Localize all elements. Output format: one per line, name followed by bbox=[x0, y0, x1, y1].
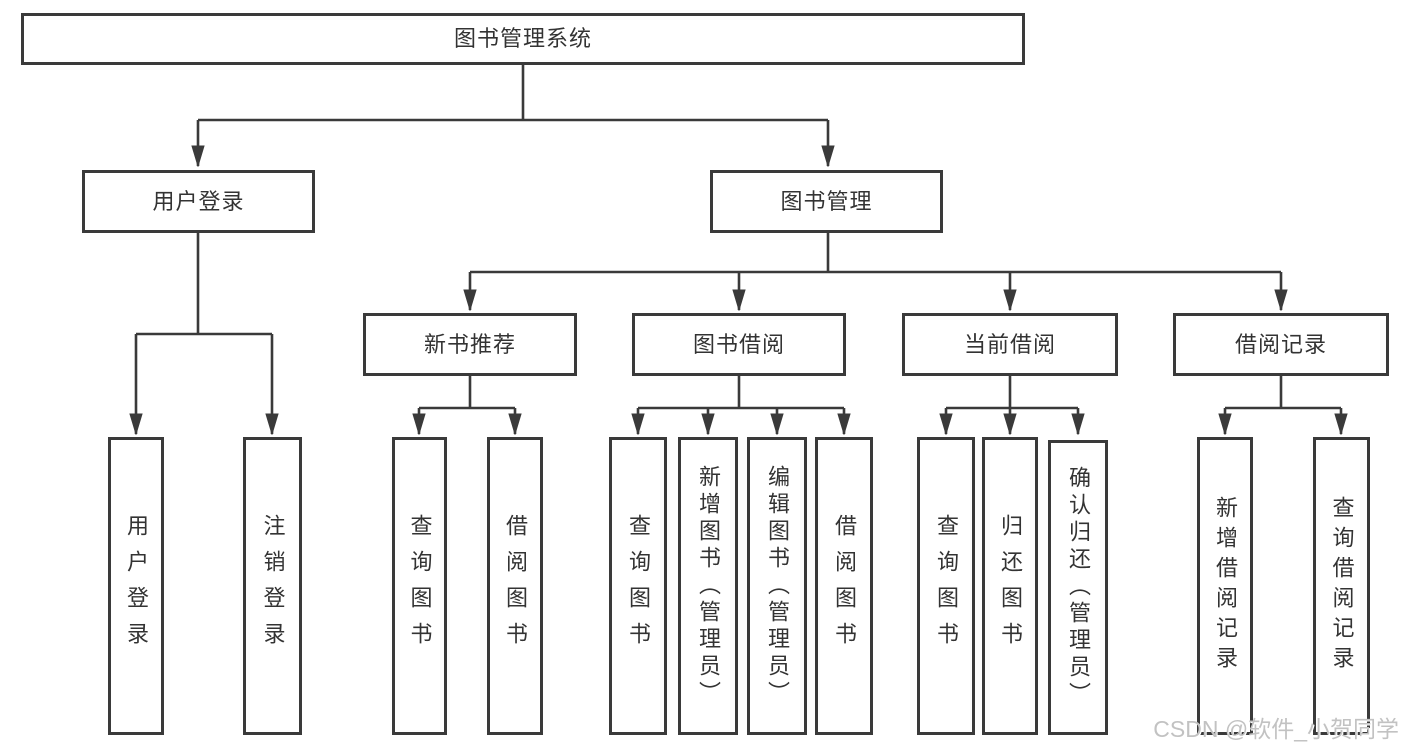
node-label: 当前借阅 bbox=[963, 331, 1056, 357]
node-label: 借阅图书 bbox=[503, 514, 528, 658]
node-label: 查询图书 bbox=[626, 514, 651, 658]
leaf-borrow-books-borrow: 借阅图书 bbox=[815, 437, 873, 735]
leaf-query-books-current: 查询图书 bbox=[917, 437, 975, 735]
leaf-user-login: 用户登录 bbox=[108, 437, 164, 735]
node-label: 查询借阅记录 bbox=[1329, 496, 1355, 676]
node-user-login: 用户登录 bbox=[82, 170, 315, 233]
leaf-add-borrow-record: 新增借阅记录 bbox=[1197, 437, 1253, 735]
node-label: 用户登录 bbox=[124, 514, 149, 658]
node-new-book-recommendation: 新书推荐 bbox=[363, 313, 577, 376]
node-label: 借阅图书 bbox=[832, 514, 857, 658]
leaf-query-borrow-record: 查询借阅记录 bbox=[1313, 437, 1370, 735]
leaf-logout: 注销登录 bbox=[243, 437, 302, 735]
leaf-return-books: 归还图书 bbox=[982, 437, 1038, 735]
csdn-watermark: CSDN @软件_小贺同学 bbox=[1153, 716, 1399, 742]
leaf-add-book-admin: 新增图书（管理员） bbox=[678, 437, 738, 735]
leaf-edit-book-admin: 编辑图书（管理员） bbox=[747, 437, 807, 735]
node-label: 新书推荐 bbox=[423, 331, 516, 357]
node-label: 查询图书 bbox=[934, 514, 959, 658]
node-label: 查询图书 bbox=[407, 514, 433, 658]
leaf-query-books-recommend: 查询图书 bbox=[392, 437, 447, 735]
node-book-management: 图书管理 bbox=[710, 170, 943, 233]
node-label: 图书管理系统 bbox=[453, 26, 592, 51]
node-borrowing-records: 借阅记录 bbox=[1173, 313, 1389, 376]
node-label: 图书借阅 bbox=[692, 331, 785, 357]
node-label: 确认归还（管理员） bbox=[1066, 466, 1091, 709]
node-book-borrowing: 图书借阅 bbox=[632, 313, 846, 376]
node-label: 归还图书 bbox=[998, 514, 1023, 658]
node-label: 图书管理 bbox=[780, 188, 873, 214]
node-label: 用户登录 bbox=[152, 188, 245, 214]
node-label: 新增图书（管理员） bbox=[696, 464, 721, 708]
node-current-borrowing: 当前借阅 bbox=[902, 313, 1118, 376]
leaf-query-books-borrow: 查询图书 bbox=[609, 437, 667, 735]
leaf-borrow-books-recommend: 借阅图书 bbox=[487, 437, 543, 735]
node-label: 新增借阅记录 bbox=[1213, 496, 1238, 676]
node-label: 注销登录 bbox=[260, 514, 286, 658]
node-label: 编辑图书（管理员） bbox=[765, 464, 790, 708]
node-library-management-system: 图书管理系统 bbox=[21, 13, 1025, 65]
leaf-confirm-return-admin: 确认归还（管理员） bbox=[1048, 440, 1108, 735]
node-label: 借阅记录 bbox=[1234, 331, 1327, 357]
